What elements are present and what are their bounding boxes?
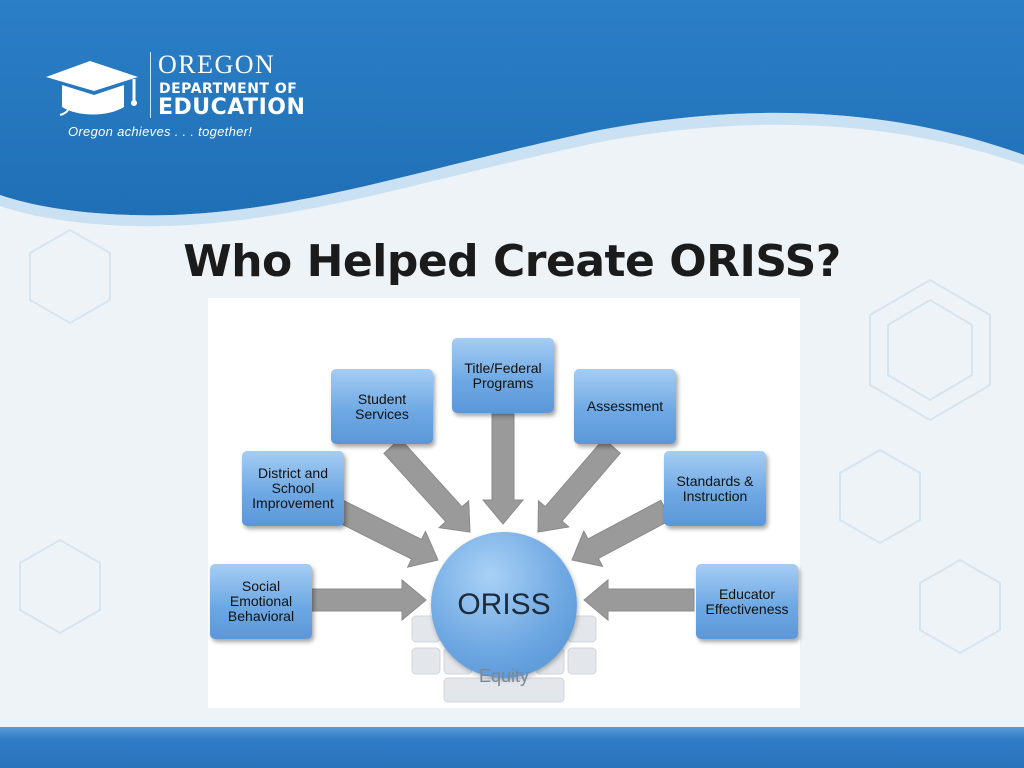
node-assessment: Assessment [574, 369, 676, 444]
logo-org-name: OREGON [158, 50, 276, 79]
arrow-student-services [383, 437, 471, 533]
node-label: Assessment [586, 398, 664, 414]
logo-divider [150, 52, 151, 118]
node-label: Standards &Instruction [676, 472, 754, 504]
arrow-social-emotional-behavioral [311, 578, 427, 622]
node-standards-instruction: Standards &Instruction [664, 451, 766, 526]
arrow-educator-effectiveness [583, 578, 695, 622]
logo-tagline: Oregon achieves . . . together! [68, 124, 253, 139]
slide-title: Who Helped Create ORISS? [183, 236, 841, 287]
header-wave [0, 0, 1024, 216]
footer-bar [0, 727, 1024, 768]
equity-label: Equity [478, 666, 530, 686]
arrow-standards-instruction [571, 499, 672, 568]
logo-org-department: DEPARTMENT OF [159, 81, 298, 97]
arrow-assessment [537, 438, 622, 533]
arrow-district-school-improvement [332, 499, 439, 568]
arrow-group [311, 413, 695, 622]
logo-org-education: EDUCATION [158, 95, 306, 120]
header-wave-highlight [0, 112, 1024, 227]
arrow-title-federal-programs [481, 413, 525, 525]
oriss-center-circle: ORISS [431, 532, 577, 678]
oregon-education-logo: OREGON DEPARTMENT OF EDUCATION Oregon ac… [38, 50, 305, 150]
background-hex-pattern [19, 228, 1001, 655]
oriss-label: ORISS [457, 588, 551, 621]
oregon-map-graduation-cap-icon [46, 61, 138, 116]
